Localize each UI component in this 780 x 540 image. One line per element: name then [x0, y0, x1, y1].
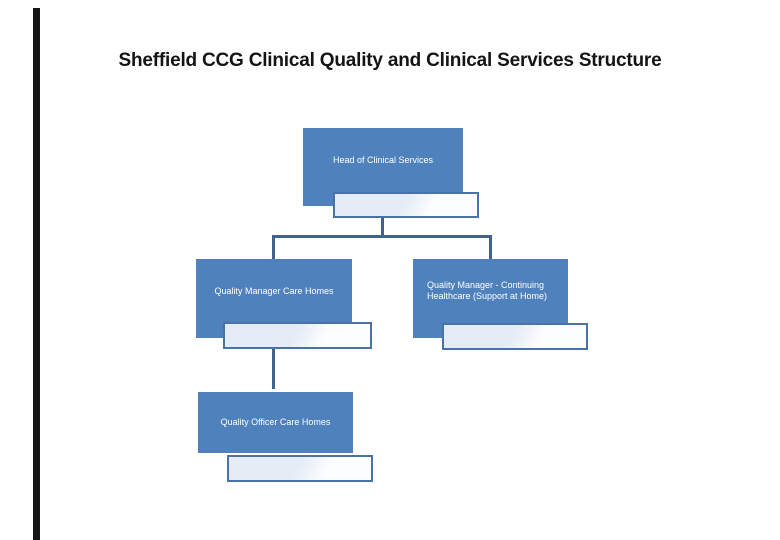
name-plate-quality-manager-care-homes [223, 322, 372, 349]
name-plate-head-of-clinical-services [333, 192, 479, 218]
connector-to-qm-chc [489, 235, 492, 260]
name-plate-quality-officer-care-homes [227, 455, 373, 482]
label-line-2: Healthcare (Support at Home) [427, 291, 548, 301]
org-node-label: Quality Manager - Continuing Healthcare … [413, 259, 568, 323]
connector-head-drop [381, 218, 384, 236]
connector-to-qm-care-homes [272, 235, 275, 260]
slide-edge-bar [33, 8, 40, 540]
org-node-label: Quality Officer Care Homes [220, 417, 331, 427]
label-line-1: Quality Manager - Continuing [427, 280, 545, 290]
connector-to-quality-officer [272, 349, 275, 389]
org-node-label: Head of Clinical Services [332, 154, 434, 165]
page-title: Sheffield CCG Clinical Quality and Clini… [118, 50, 662, 71]
org-node-label: Quality Manager Care Homes [214, 285, 334, 296]
name-plate-quality-manager-continuing-healthcare [442, 323, 588, 350]
connector-head-horizontal [272, 235, 492, 238]
org-node-quality-officer-care-homes: Quality Officer Care Homes [198, 392, 353, 453]
